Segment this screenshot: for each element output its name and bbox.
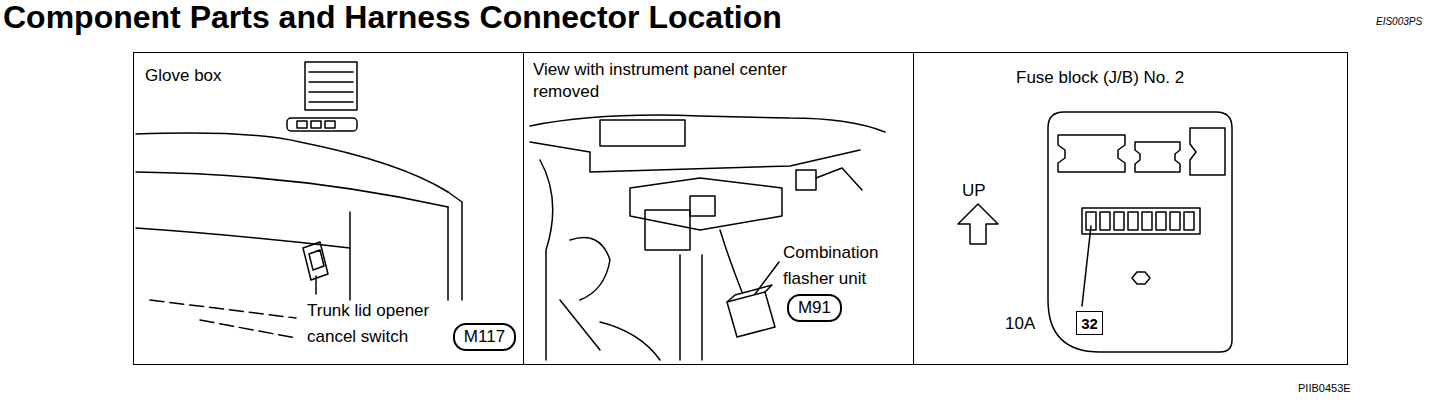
connector-id: M117 bbox=[453, 323, 516, 351]
connector-code: M91 bbox=[798, 298, 831, 318]
bracket bbox=[630, 178, 782, 230]
connector-socket bbox=[1190, 128, 1225, 175]
fuse-row bbox=[1082, 208, 1200, 234]
vent-slat bbox=[309, 81, 353, 83]
floor-line bbox=[200, 320, 296, 338]
fuse-block-view bbox=[958, 112, 1232, 352]
relay bbox=[690, 196, 715, 216]
vent-slat bbox=[309, 101, 353, 103]
view-heading: Fuse block (J/B) No. 2 bbox=[1016, 67, 1184, 89]
vent-slat bbox=[309, 91, 353, 93]
fuse-rating: 10A bbox=[1005, 313, 1035, 335]
view-heading: Glove box bbox=[145, 65, 222, 87]
glove-box-view bbox=[136, 62, 462, 338]
panel-edge bbox=[530, 142, 860, 172]
wire bbox=[600, 322, 660, 360]
frame bbox=[701, 255, 703, 360]
leader-line bbox=[315, 276, 317, 294]
switch-panel bbox=[287, 118, 357, 131]
vent-slat bbox=[309, 71, 353, 73]
connector-socket bbox=[1135, 142, 1180, 172]
view-panel: Fuse block (J/B) No. 2 32 bbox=[913, 52, 1348, 365]
flasher-unit bbox=[727, 292, 775, 337]
fuse-block-outline bbox=[1048, 112, 1232, 352]
fuse-slot bbox=[1170, 212, 1180, 230]
clip bbox=[796, 170, 816, 190]
duct bbox=[600, 120, 685, 146]
dashboard-edge bbox=[136, 133, 448, 192]
leader-line bbox=[1082, 226, 1091, 306]
leader-line bbox=[755, 262, 779, 294]
dashboard-edge bbox=[136, 172, 448, 207]
glove-box-edge bbox=[136, 228, 350, 248]
connector-id: M91 bbox=[787, 294, 842, 322]
frame bbox=[679, 255, 681, 360]
trunk-opener-switch bbox=[303, 242, 328, 280]
fuse-slot bbox=[1184, 212, 1194, 230]
air-vent bbox=[305, 62, 357, 110]
fuse-slot bbox=[1100, 212, 1110, 230]
dashboard-edge bbox=[448, 192, 462, 300]
flasher-unit bbox=[727, 285, 772, 302]
fuse-slot bbox=[1156, 212, 1166, 230]
page-title: Component Parts and Harness Connector Lo… bbox=[3, 0, 782, 36]
part-name: Combination flasher unit bbox=[783, 240, 908, 292]
figure-code: EIS003PS bbox=[1376, 15, 1422, 28]
relay bbox=[645, 210, 690, 250]
view-panel: View with instrument panel center remove… bbox=[523, 52, 914, 365]
switch-button bbox=[297, 121, 307, 128]
wire bbox=[816, 168, 862, 190]
connector-code: M117 bbox=[464, 327, 505, 347]
wire bbox=[570, 238, 610, 301]
switch-knob bbox=[309, 250, 324, 270]
panel-edge bbox=[530, 115, 885, 132]
instrument-panel-view bbox=[530, 115, 885, 360]
fuse-slot bbox=[1128, 212, 1138, 230]
frame bbox=[540, 160, 553, 360]
mounting-hole bbox=[1132, 272, 1150, 284]
glove-box-side bbox=[349, 212, 351, 300]
wire bbox=[560, 300, 600, 350]
fuse-slot bbox=[1114, 212, 1124, 230]
glove-box-side bbox=[447, 207, 449, 300]
fuse-number: 32 bbox=[1076, 311, 1103, 335]
connector-socket bbox=[1058, 135, 1125, 172]
switch-button bbox=[311, 121, 321, 128]
direction-label: UP bbox=[962, 180, 986, 202]
view-heading: View with instrument panel center remove… bbox=[533, 59, 788, 103]
fuse-slot bbox=[1142, 212, 1152, 230]
figure-code: PIIB0453E bbox=[1298, 381, 1351, 395]
switch-button bbox=[325, 121, 335, 128]
floor-line bbox=[150, 300, 296, 318]
part-name: Trunk lid opener cancel switch bbox=[307, 298, 447, 350]
fuse-number-text: 32 bbox=[1081, 315, 1098, 332]
wire bbox=[720, 230, 742, 292]
up-arrow bbox=[958, 204, 998, 244]
